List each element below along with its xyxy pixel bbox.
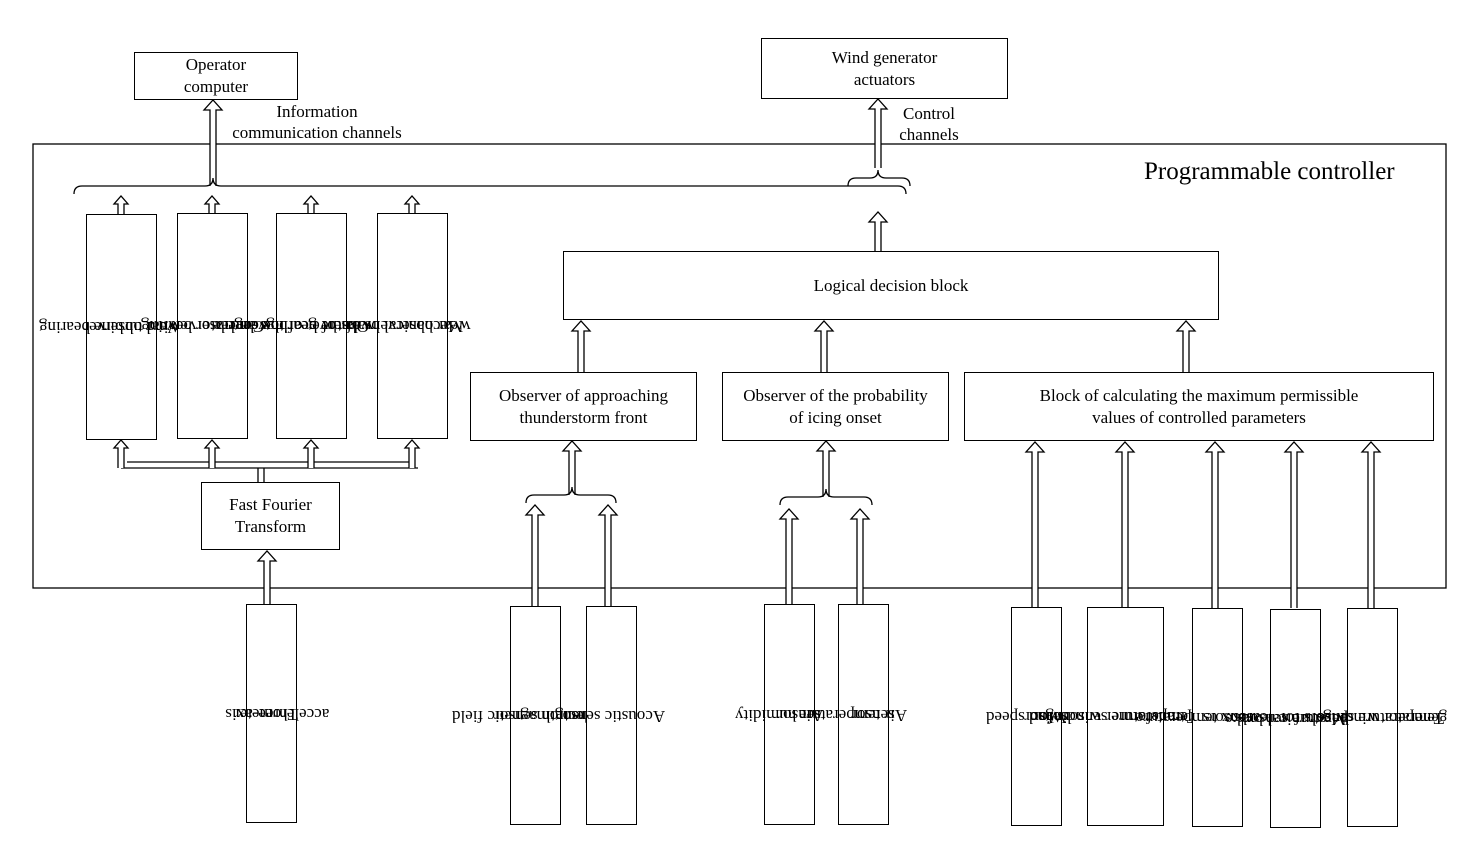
actuators-line2: actuators bbox=[853, 69, 916, 89]
sensor-10-line2: generator windings bbox=[1317, 708, 1448, 728]
arrow-max-sensor-3 bbox=[1204, 441, 1226, 608]
arrow-observer-out-2 bbox=[203, 195, 221, 214]
info-channels-line1: Information bbox=[276, 102, 358, 121]
arrow-fft-to-observer-3 bbox=[302, 439, 320, 468]
operator-line1: Operator bbox=[185, 55, 247, 74]
arrow-logic-out bbox=[867, 211, 889, 251]
operator-computer-box: Operator computer bbox=[134, 52, 298, 100]
brace-information-channels bbox=[73, 177, 907, 195]
operator-line2: computer bbox=[183, 77, 249, 96]
arrow-em-sensor bbox=[524, 504, 546, 606]
arrow-fft-to-observer-1 bbox=[112, 439, 130, 468]
icing-observer: Observer of the probability of icing ons… bbox=[722, 372, 949, 441]
logical-decision-block: Logical decision block bbox=[563, 251, 1219, 320]
arrow-observer-out-3 bbox=[302, 195, 320, 214]
logic-label: Logical decision block bbox=[813, 275, 969, 295]
sensor-acoustic: Acoustic sensor bbox=[557, 606, 666, 825]
arrow-thunder-to-logic bbox=[570, 320, 592, 372]
info-channels-label: Information communication channels bbox=[222, 101, 412, 143]
arrow-max-sensor-2 bbox=[1114, 441, 1136, 608]
sensor-3-line1: Acoustic sensor bbox=[557, 706, 666, 726]
thunderstorm-observer: Observer of approaching thunderstorm fro… bbox=[470, 372, 697, 441]
fft-line2: Transform bbox=[234, 517, 307, 536]
icing-line2: of icing onset bbox=[789, 407, 882, 427]
arrow-air-temp-sensor bbox=[849, 508, 871, 604]
maxblock-line2: values of controlled parameters bbox=[1092, 407, 1306, 427]
thunder-line1: Observer of approaching bbox=[499, 385, 668, 405]
info-channels-line2: communication channels bbox=[232, 123, 402, 142]
arrow-acoustic-sensor bbox=[597, 504, 619, 606]
controller-boundary bbox=[32, 143, 1447, 589]
fft-box: Fast Fourier Transform bbox=[201, 482, 340, 550]
control-channels-label: Control channels bbox=[893, 103, 965, 145]
icing-line1: Observer of the probability bbox=[743, 385, 928, 405]
actuators-box: Wind generator actuators bbox=[761, 38, 1008, 99]
brace-thunder-sensors bbox=[525, 486, 617, 504]
control-channels-line2: channels bbox=[899, 125, 959, 144]
actuators-line1: Wind generator bbox=[831, 47, 938, 67]
arrow-max-sensor-5 bbox=[1360, 441, 1382, 608]
arrow-max-sensor-1 bbox=[1024, 441, 1046, 608]
arrow-observer-out-1 bbox=[112, 195, 130, 214]
arrow-fft-to-observer-2 bbox=[203, 439, 221, 468]
maxblock-line1: Block of calculating the maximum permiss… bbox=[1039, 385, 1359, 405]
arrow-thunder-merge bbox=[561, 440, 583, 495]
arrow-icing-merge bbox=[815, 440, 837, 497]
arrow-max-to-logic bbox=[1175, 320, 1197, 372]
observer-4-line2: wear observer bbox=[374, 317, 471, 336]
arrow-humidity-sensor bbox=[778, 508, 800, 604]
arrow-observer-out-4 bbox=[403, 195, 421, 214]
control-channels-line1: Control bbox=[903, 104, 955, 123]
arrow-accelerometer-to-fft bbox=[256, 550, 278, 604]
brace-control-channels bbox=[847, 169, 911, 187]
controller-title: Programmable controller bbox=[1144, 158, 1395, 185]
thunder-line2: thunderstorm front bbox=[519, 407, 648, 427]
sensor-1-line2: accelerometer bbox=[233, 704, 330, 724]
arrow-to-actuators bbox=[867, 98, 889, 168]
max-permissible-block: Block of calculating the maximum permiss… bbox=[964, 372, 1434, 441]
fft-line1: Fast Fourier bbox=[229, 495, 312, 514]
brace-icing-sensors bbox=[779, 488, 873, 506]
sensor-5-line2: sensor bbox=[851, 705, 896, 725]
fft-stem bbox=[257, 468, 265, 482]
arrow-max-sensor-4 bbox=[1283, 441, 1305, 608]
arrow-to-operator bbox=[202, 99, 224, 186]
arrow-fft-to-observer-4 bbox=[403, 439, 421, 468]
arrow-icing-to-logic bbox=[813, 320, 835, 372]
